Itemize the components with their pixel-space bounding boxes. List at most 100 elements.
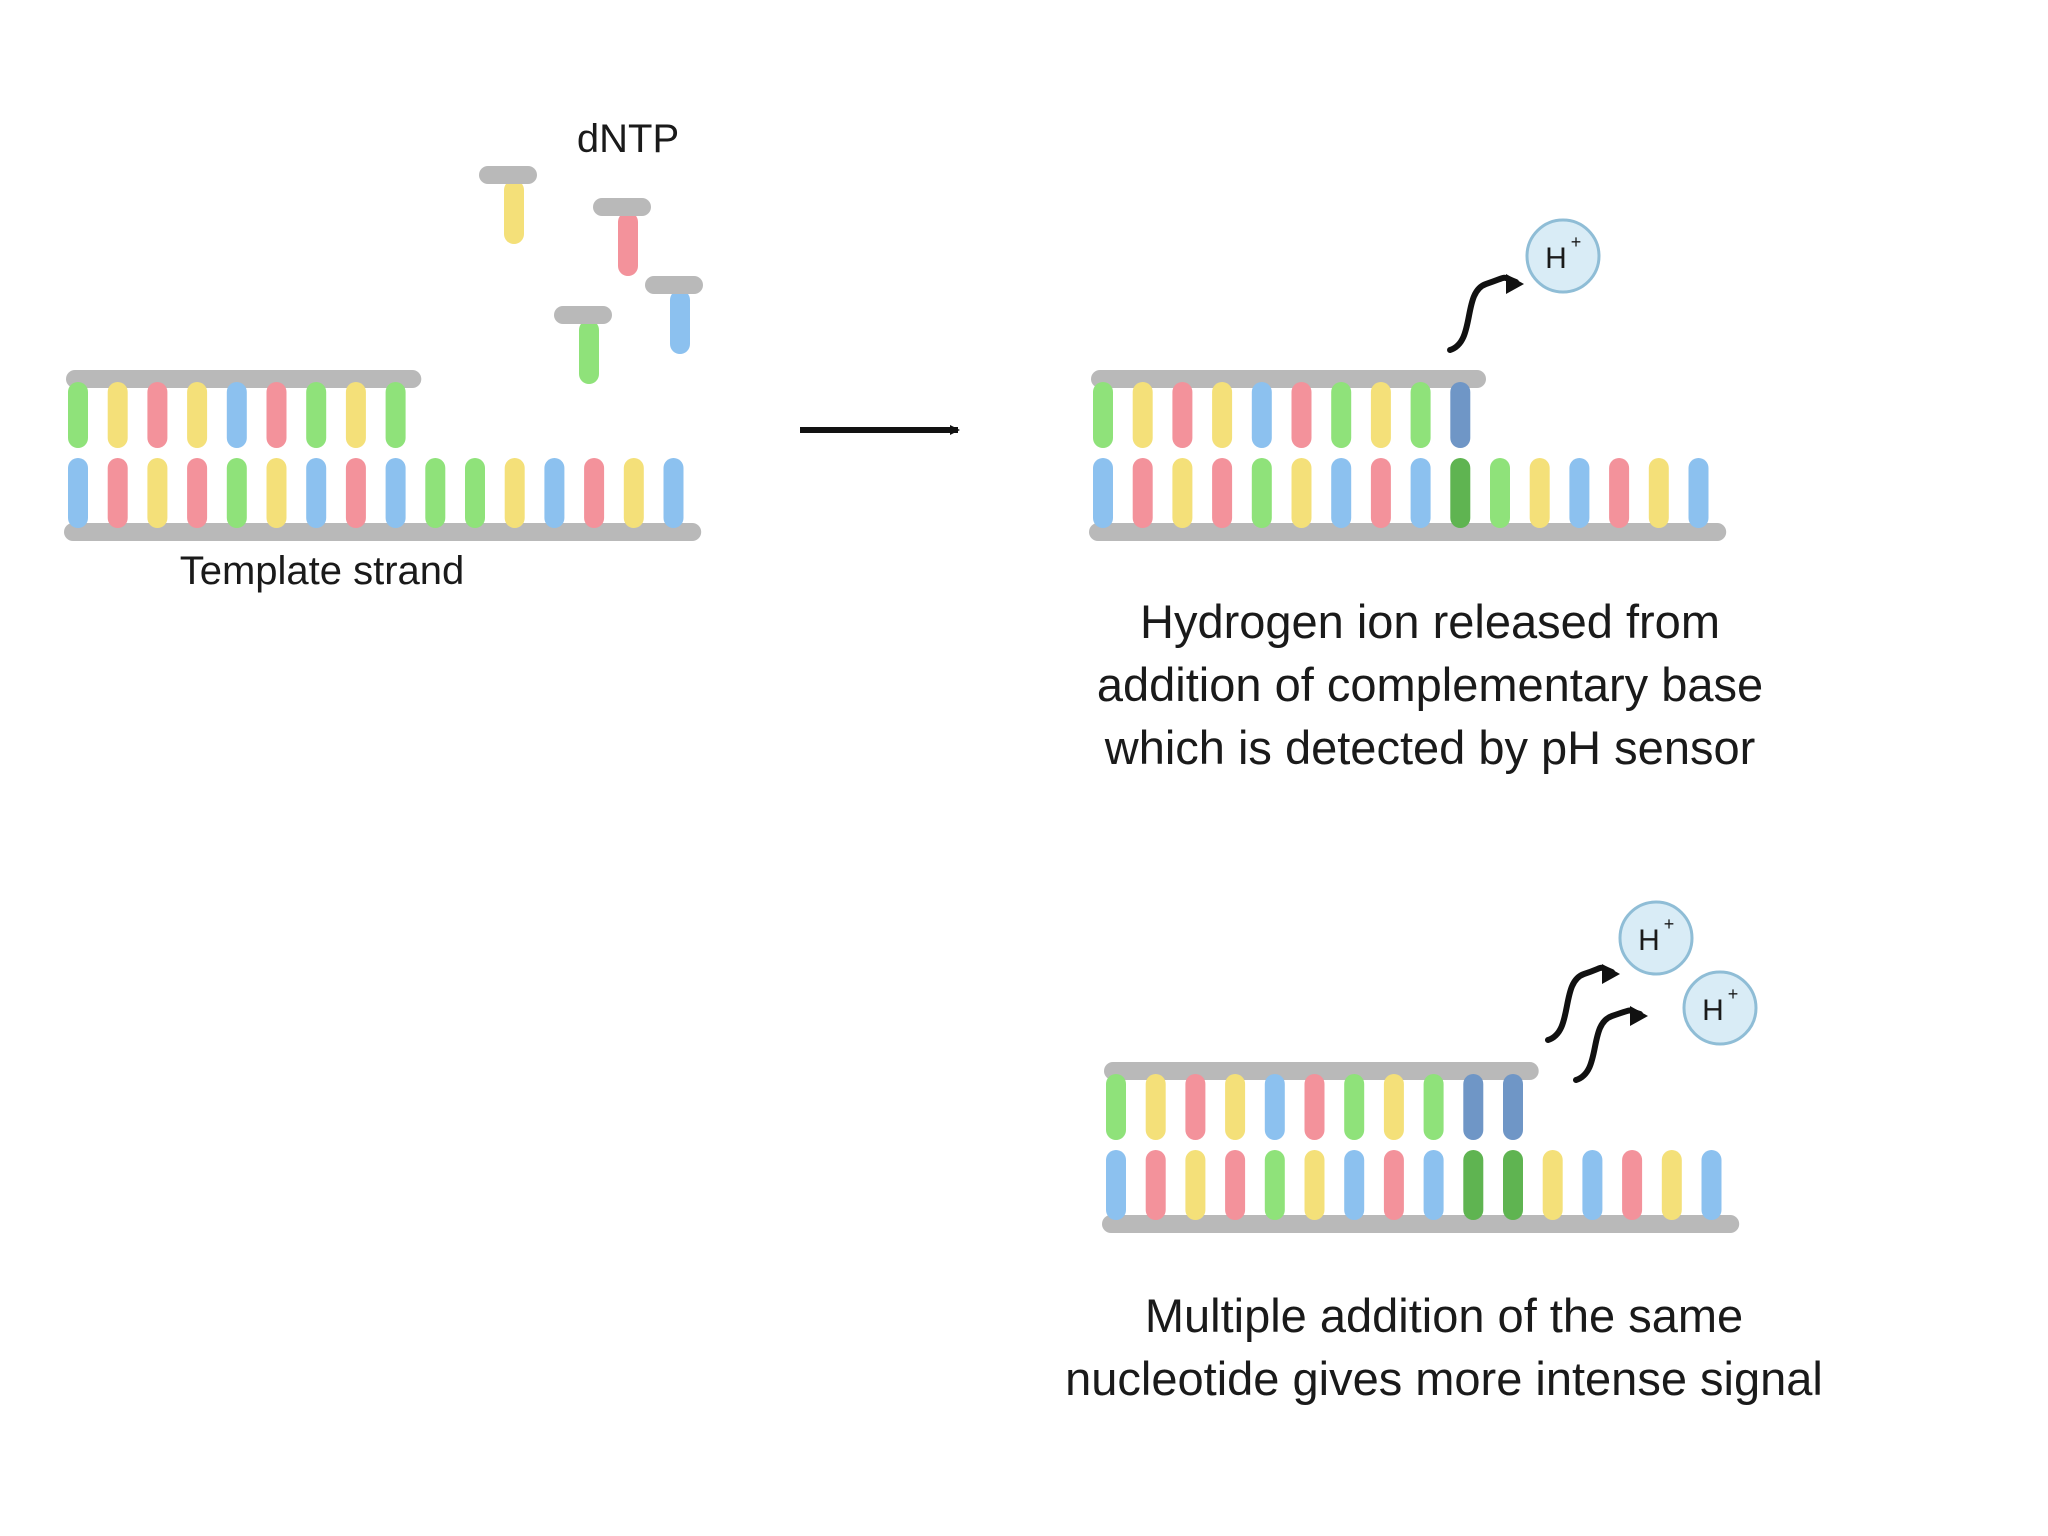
template-base-t [504, 458, 525, 528]
caption-multiple-line-2: nucleotide gives more intense signal [1065, 1352, 1823, 1405]
ion-charge: + [1664, 914, 1675, 934]
panel-initial: dNTP Template strand [64, 117, 703, 593]
ion-release-arrowhead [1506, 274, 1524, 294]
template-base-a [1450, 458, 1471, 528]
dntp-t [479, 166, 537, 244]
template-base-a [425, 458, 446, 528]
template-base-t [1172, 458, 1193, 528]
template-base-t [1648, 458, 1669, 528]
template-base-c [1106, 1150, 1126, 1220]
primer-base-t [1383, 1074, 1404, 1140]
template-base-a [1503, 1150, 1523, 1220]
template-base-t [1304, 1150, 1325, 1220]
template-base-t [1661, 1150, 1682, 1220]
primer-base-t [345, 382, 366, 448]
template-base-c [1701, 1150, 1722, 1220]
incorporated-base-c [1503, 1074, 1523, 1140]
ion-charge: + [1728, 984, 1739, 1004]
primer-base-t [107, 382, 128, 448]
template-backbone [1089, 523, 1727, 541]
template-strand-label: Template strand [180, 549, 465, 593]
primer-base-a [306, 382, 327, 448]
template-base-g [1145, 1150, 1166, 1220]
template-base-a [1490, 458, 1510, 528]
primer-base-c [1264, 1074, 1285, 1140]
template-base-g [187, 458, 208, 528]
template-base-g [1609, 458, 1630, 528]
ion-symbol: H [1545, 242, 1567, 275]
primer-base-g [266, 382, 287, 448]
caption-single-line-2: addition of complementary base [1097, 658, 1763, 711]
ion-symbol: H [1702, 994, 1724, 1027]
primer-base-t [1370, 382, 1391, 448]
incorporated-base-c [1463, 1074, 1484, 1140]
ion-symbol: H [1638, 924, 1660, 957]
ion-release-arrowhead-2 [1630, 1006, 1648, 1026]
dntp-a [554, 306, 612, 384]
template-base-t [147, 458, 168, 528]
template-base-a [1463, 1150, 1484, 1220]
template-base-c [306, 458, 327, 528]
template-base-a [1251, 458, 1272, 528]
hydrogen-ion-2: H + [1682, 970, 1758, 1046]
template-base-g [1225, 1150, 1246, 1220]
template-base-t [1291, 458, 1312, 528]
primer-base-g [1185, 1074, 1206, 1140]
template-base-c [663, 458, 684, 528]
free-dntps [479, 166, 703, 384]
primer-base-c [1251, 382, 1272, 448]
dna-strand-initial [64, 370, 702, 541]
template-base-c [544, 458, 565, 528]
primer-base-a [1106, 1074, 1126, 1140]
caption-multiple-line-1: Multiple addition of the same [1145, 1289, 1743, 1342]
primer-base-a [1344, 1074, 1365, 1140]
incorporated-base-c [1450, 382, 1471, 448]
dna-strand-single-addition [1089, 370, 1727, 541]
template-base-g [584, 458, 605, 528]
primer-base-t [187, 382, 208, 448]
template-base-c [1410, 458, 1431, 528]
template-base-t [1185, 1150, 1206, 1220]
template-base-g [1212, 458, 1233, 528]
primer-base-a [385, 382, 406, 448]
dntp-g [593, 198, 651, 276]
primer-base-t [1145, 1074, 1166, 1140]
template-base-g [1370, 458, 1391, 528]
template-base-t [1542, 1150, 1563, 1220]
template-backbone [1102, 1215, 1740, 1233]
caption-single-line-3: which is detected by pH sensor [1104, 721, 1756, 774]
template-base-a [1264, 1150, 1285, 1220]
primer-base-g [1291, 382, 1312, 448]
template-base-t [266, 458, 287, 528]
primer-base-a [1410, 382, 1431, 448]
template-base-c [1344, 1150, 1365, 1220]
primer-base-g [1172, 382, 1193, 448]
primer-base-t [1225, 1074, 1246, 1140]
primer-base-a [1331, 382, 1352, 448]
template-base-c [385, 458, 406, 528]
template-base-a [465, 458, 485, 528]
caption-single-line-1: Hydrogen ion released from [1140, 595, 1720, 648]
template-base-c [1582, 1150, 1603, 1220]
template-base-a [226, 458, 247, 528]
primer-base-t [1212, 382, 1233, 448]
template-base-c [68, 458, 88, 528]
template-base-c [1569, 458, 1590, 528]
template-backbone [64, 523, 702, 541]
primer-base-a [68, 382, 88, 448]
dna-strand-multiple-addition [1102, 1062, 1740, 1233]
template-base-c [1423, 1150, 1444, 1220]
template-base-c [1093, 458, 1113, 528]
hydrogen-ion: H + [1525, 218, 1601, 294]
ion-release-arrowhead-1 [1602, 964, 1620, 984]
template-base-g [1132, 458, 1153, 528]
dntp-label: dNTP [577, 117, 679, 161]
template-base-g [107, 458, 128, 528]
primer-base-g [147, 382, 168, 448]
template-base-c [1688, 458, 1709, 528]
template-base-t [623, 458, 644, 528]
primer-base-a [1093, 382, 1113, 448]
template-base-c [1331, 458, 1352, 528]
ion-charge: + [1571, 232, 1582, 252]
